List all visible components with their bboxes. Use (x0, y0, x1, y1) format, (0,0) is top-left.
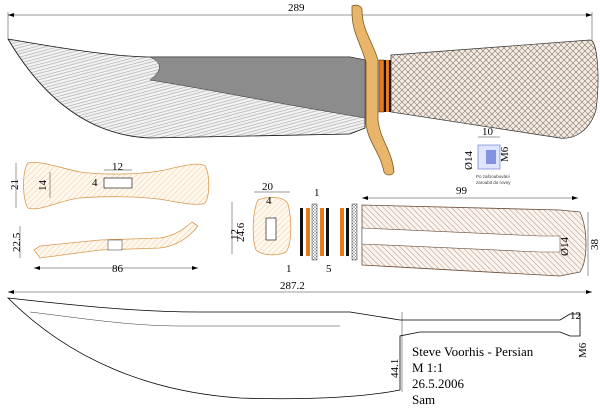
overall-length-dimension: 289 (7, 2, 593, 60)
guard-bend-height-label: 22.5 (11, 232, 23, 252)
title-line-3: 26.5.2006 (412, 376, 465, 391)
spacer-slot-height-label: 12 (229, 229, 241, 240)
spacer-height-label: 24.6 (235, 222, 247, 242)
handle-length-label: 99 (456, 185, 468, 197)
blade-length-label: 287.2 (280, 280, 305, 292)
guard-length-label: 86 (112, 263, 124, 275)
handle (390, 39, 599, 139)
pommel-nut-width-label: 10 (482, 126, 494, 138)
title-block: Steve Voorhis - Persian M 1:1 26.5.2006 … (412, 344, 534, 407)
spacer-black-1 (384, 60, 386, 112)
spacer-orange-1 (378, 59, 385, 113)
nut-note-2: zaroubit do rovny (476, 180, 511, 185)
guard-slot-height-label: 4 (92, 177, 98, 189)
title-line-2: M 1:1 (412, 360, 443, 375)
pommel-diameter-label: Ø14 (463, 151, 475, 170)
spacer-thickness-label: 1 (314, 187, 320, 199)
spacer-stack-label: 5 (326, 263, 332, 275)
overall-length-label: 289 (288, 2, 305, 14)
blade-flat (149, 56, 366, 119)
tang-end-width-label: 12 (570, 310, 581, 322)
guard-top-view: 12 4 21 14 (9, 161, 210, 210)
guard-inner-height-label: 14 (37, 180, 49, 192)
guard-slot-width-label: 12 (112, 161, 123, 173)
title-line-4: Sam (412, 392, 435, 407)
blade-profile: 287.2 44.1 12 M6 (6, 280, 592, 400)
nut-note-1: Po zašroubování (476, 174, 511, 179)
spacer-width-label: 20 (262, 181, 274, 193)
spacer-stack: 1 1 5 (286, 187, 358, 275)
tang-thread-label: M6 (577, 342, 589, 358)
blade-height-label: 44.1 (389, 359, 401, 378)
pommel-nut-detail: 10 M6 Ø14 Po zašroubování zaroubit do ro… (463, 126, 511, 185)
spacer-orange-2 (386, 60, 389, 112)
spacer-black-2 (389, 60, 391, 112)
handle-bore-label: Ø14 (559, 237, 571, 256)
spacer-front-view: 20 4 24.6 12 (229, 181, 292, 256)
guard-side-view: 22.5 86 (11, 221, 199, 275)
assembled-knife: 289 (7, 2, 599, 176)
handle-section: 99 38 Ø14 (361, 185, 600, 277)
spacer-slot-width-label: 4 (266, 195, 272, 207)
guard (351, 4, 395, 176)
spacer-thickness-b-label: 1 (286, 263, 292, 275)
title-line-1: Steve Voorhis - Persian (412, 344, 534, 359)
handle-height-label: 38 (589, 239, 600, 251)
pommel-thread-label: M6 (499, 146, 511, 162)
guard-height-label: 21 (9, 179, 21, 190)
